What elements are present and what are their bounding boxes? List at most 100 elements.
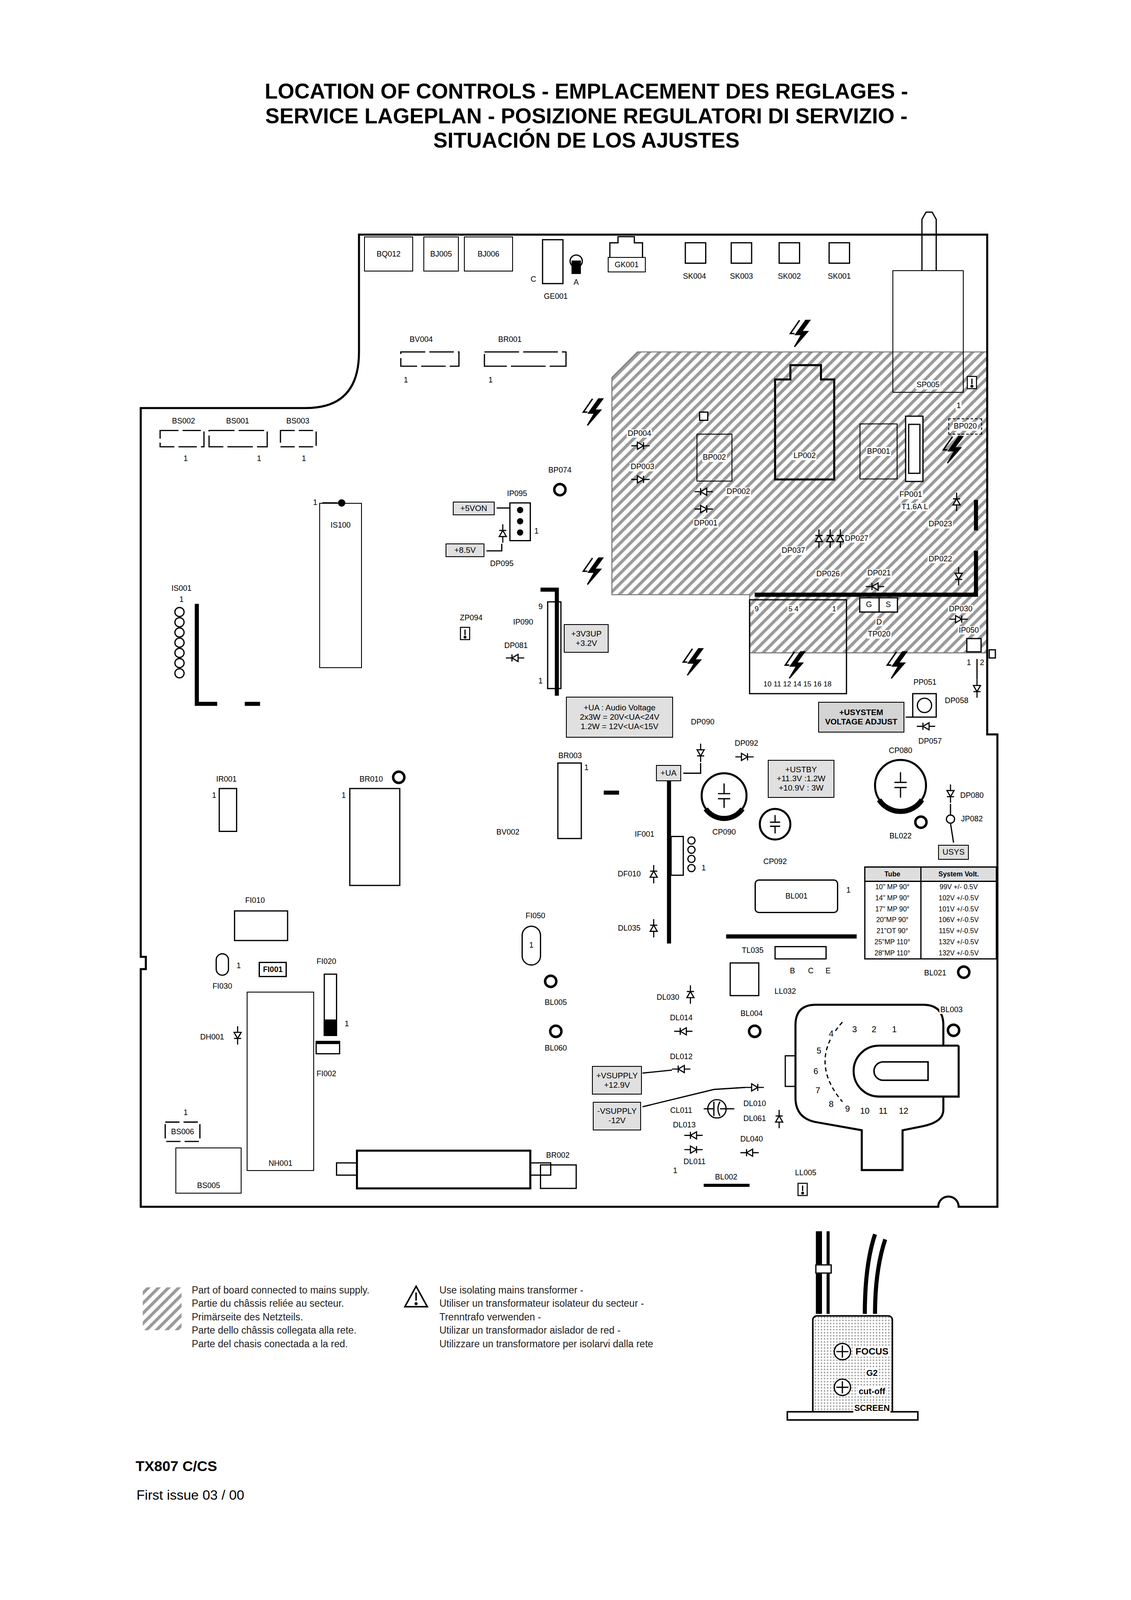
part-label: 1 (955, 401, 962, 411)
diode-symbol (947, 784, 955, 803)
node-text: BP020 (953, 421, 978, 431)
scart-tab (336, 1162, 358, 1175)
node-text: IS100 (329, 520, 352, 530)
diode-symbol (694, 505, 713, 513)
warning-mark (798, 1183, 808, 1196)
cable (874, 1238, 886, 1314)
connector-outline (609, 236, 643, 257)
part-label: 11 (877, 1105, 889, 1116)
part-label: JP082 (960, 814, 984, 824)
part-label: DL040 (739, 1134, 764, 1144)
cable-clip (816, 1264, 832, 1273)
capacitor-outline (701, 772, 747, 818)
node-text: +11.3V :1.2W (775, 773, 827, 784)
high-voltage-mark (683, 648, 703, 676)
diode-symbol (673, 1027, 693, 1035)
part-label: 10 (859, 1105, 871, 1116)
high-voltage-mark (790, 320, 810, 347)
filter-outline (324, 973, 337, 1035)
part-label: S (884, 600, 892, 610)
legend-text: Parte del chasis conectada a la red. (191, 1338, 348, 1350)
connector-outline (280, 430, 317, 447)
capacitor-symbol (717, 783, 731, 808)
ir-receiver-outline (219, 788, 237, 831)
diode-symbol (815, 529, 823, 548)
part-label: DL013 (672, 1120, 697, 1130)
connector-outline (160, 430, 205, 447)
note-text: Use isolating mains transformer - (438, 1284, 585, 1296)
diode-symbol (684, 1145, 703, 1154)
wire (976, 658, 978, 680)
component-outline: BS005 (175, 1147, 242, 1194)
pin-circle (174, 638, 185, 648)
diode-symbol (953, 492, 961, 511)
part-label: 6 (812, 1066, 820, 1076)
node-text: +VSUPPLY (595, 1070, 639, 1081)
part-label: BL021 (923, 968, 948, 978)
part-label: 4 (827, 1028, 835, 1038)
connector-outline (165, 1121, 200, 1141)
leader-line (486, 543, 502, 551)
part-label: DL010 (742, 1099, 767, 1108)
part-label: BL005 (543, 998, 568, 1007)
part-label: 5 4 (787, 604, 800, 613)
part-label: 8 (827, 1098, 835, 1109)
part-label: DL011 (682, 1157, 707, 1166)
diode-symbol (650, 918, 658, 938)
diode-symbol (955, 567, 963, 586)
potentiometer-outline (912, 693, 937, 718)
part-label: 1 (487, 376, 494, 385)
connector-outline (484, 351, 566, 366)
filter-outline (521, 926, 541, 965)
component-outline: BP001 (859, 423, 898, 480)
part-label: DP081 (503, 641, 529, 651)
voltage-box: +UA : Audio Voltage2x3W = 20V<UA<24V1.2W… (565, 696, 674, 738)
part-label: DL030 (655, 993, 681, 1002)
connector-outline (400, 351, 459, 366)
flyback-tab (785, 1055, 796, 1087)
leader-line (642, 1087, 746, 1107)
node-text: BL001 (784, 891, 809, 901)
note-text: Utilizar un transformador aislador de re… (438, 1325, 622, 1336)
diode-symbol (631, 442, 650, 450)
part-label: FI002 (315, 1069, 338, 1079)
led-body (542, 239, 563, 284)
part-label: FI020 (315, 957, 338, 966)
part-label: DP080 (959, 791, 985, 800)
node-text: +8.5V (453, 545, 477, 555)
part-label: 1 (343, 1019, 350, 1029)
test-point (749, 1025, 761, 1037)
part-label: 1 (672, 1166, 679, 1175)
part-label: 1 (528, 941, 535, 950)
leader-line (496, 507, 511, 509)
warning-triangle (415, 1292, 417, 1301)
part-label: DP027 (844, 534, 870, 543)
part-label: DP023 (927, 519, 954, 529)
node-text: +12.9V (603, 1080, 631, 1090)
part-label: System Volt. (937, 870, 980, 878)
pin-circle (174, 668, 185, 678)
diode-symbol (650, 864, 658, 884)
part-label: LL005 (794, 1168, 818, 1178)
part-label: DP002 (725, 487, 751, 496)
component-outline: IS100 (319, 502, 362, 668)
diode-symbol (949, 615, 968, 623)
node-text: -12V (607, 1115, 627, 1126)
voltage-box: -VSUPPLY-12V (592, 1101, 642, 1131)
table-header (864, 866, 997, 881)
part-label: TL035 (740, 946, 765, 955)
part-label: BS001 (225, 416, 251, 426)
part-label: 1 (340, 791, 347, 800)
diode-symbol (735, 753, 754, 761)
connector-outline (829, 242, 850, 264)
part-label: 5 (815, 1045, 823, 1056)
diode-symbol (826, 529, 834, 548)
diode-symbol (694, 487, 713, 496)
test-point (958, 966, 970, 978)
part-label: DL014 (669, 1013, 694, 1023)
shield-line (196, 603, 218, 704)
node-text: SP005 (915, 380, 941, 390)
pin-circle (174, 607, 185, 617)
part-label: BR001 (497, 335, 523, 344)
